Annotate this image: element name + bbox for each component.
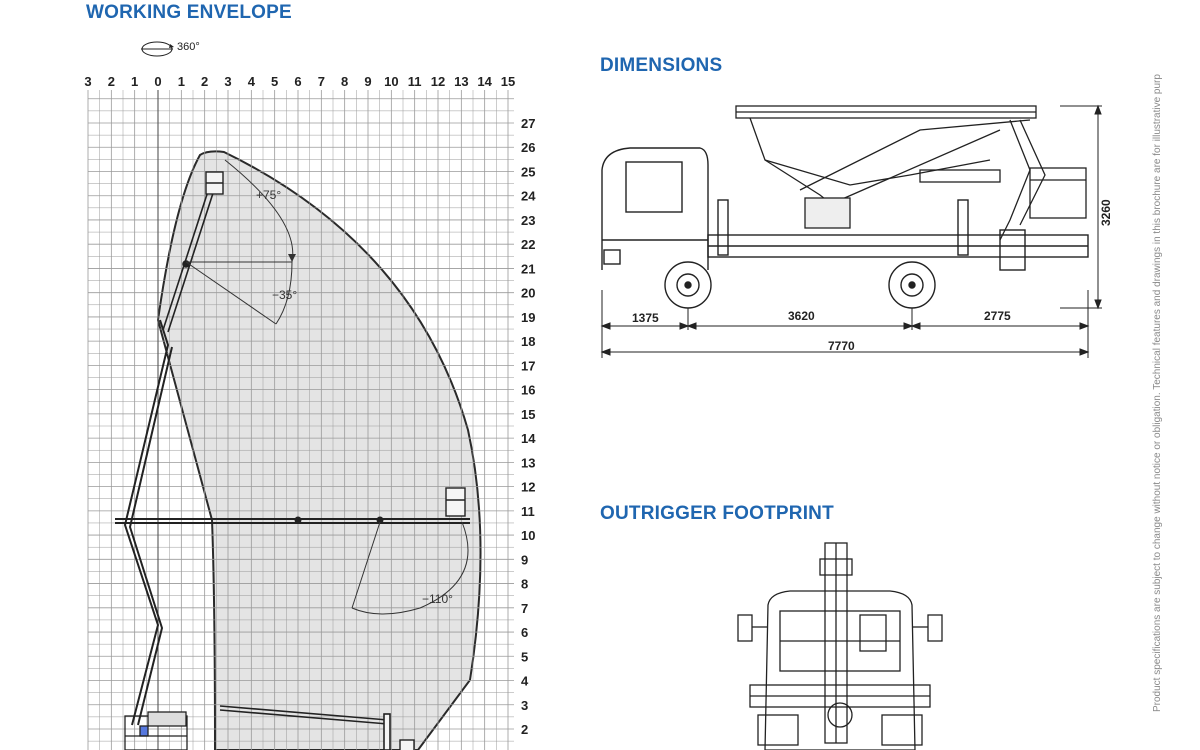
x-tick-label: 3: [224, 74, 231, 89]
lower-boom-arm: [123, 319, 173, 726]
working-envelope-title: WORKING ENVELOPE: [86, 2, 292, 23]
y-tick-label: 9: [521, 552, 528, 567]
y-tick-label: 5: [521, 649, 528, 664]
y-tick-label: 27: [521, 116, 535, 131]
y-tick-label: 14: [521, 431, 536, 446]
x-tick-label: 12: [431, 74, 445, 89]
y-tick-label: 2: [521, 722, 528, 737]
y-tick-label: 8: [521, 577, 528, 592]
y-tick-label: 6: [521, 625, 528, 640]
x-tick-label: 11: [408, 74, 422, 89]
y-tick-label: 24: [521, 189, 536, 204]
dimensions-title: DIMENSIONS: [600, 55, 723, 76]
truck-cab-icon: [601, 147, 709, 270]
y-axis-tick-labels: 2726252423222120191817161514131211109876…: [521, 116, 536, 737]
platform-boom-icon: [735, 105, 1087, 241]
truck-rear-view-icon: [737, 542, 943, 750]
y-tick-label: 25: [521, 164, 535, 179]
x-tick-label: 10: [384, 74, 398, 89]
dim-wheelbase: 3620: [788, 309, 815, 323]
front-wheel-icon: [664, 261, 712, 309]
envelope-grid: [87, 90, 514, 750]
rotation-360-icon: [141, 41, 174, 57]
y-tick-label: 12: [521, 480, 535, 495]
y-tick-label: 18: [521, 334, 535, 349]
side-disclaimer-text: Product specifications are subject to ch…: [1152, 74, 1163, 712]
x-tick-label: 2: [108, 74, 115, 89]
top-basket-icon: [205, 171, 224, 195]
horizontal-boom-arm: [115, 516, 470, 524]
x-tick-label: 13: [454, 74, 468, 89]
y-tick-label: 3: [521, 698, 528, 713]
y-tick-label: 16: [521, 383, 535, 398]
x-tick-label: 8: [341, 74, 348, 89]
y-tick-label: 11: [521, 504, 535, 519]
dimension-lines: [600, 104, 1102, 358]
base-unit-icon: [124, 711, 188, 750]
x-tick-label: 7: [318, 74, 325, 89]
x-tick-label: 9: [364, 74, 371, 89]
truck-dimensions-diagram: 1375 3620 2775 7770 3260: [600, 104, 1113, 358]
y-tick-label: 21: [521, 261, 535, 276]
x-tick-label: 4: [248, 74, 256, 89]
dim-height: 3260: [1099, 199, 1113, 226]
x-tick-label: 1: [131, 74, 138, 89]
y-tick-label: 20: [521, 286, 535, 301]
low-boom-arm: [219, 705, 391, 750]
rear-wheel-icon: [888, 261, 936, 309]
angle-label-plus75: +75°: [256, 188, 281, 202]
working-envelope-area: [156, 150, 482, 750]
x-tick-label: 6: [294, 74, 301, 89]
x-tick-label: 3: [84, 74, 91, 89]
y-tick-label: 7: [521, 601, 528, 616]
dim-rear-overhang: 2775: [984, 309, 1011, 323]
x-tick-label: 0: [154, 74, 161, 89]
y-tick-label: 19: [521, 310, 535, 325]
x-tick-label: 1: [178, 74, 185, 89]
bottom-basket-icon: [399, 739, 415, 750]
y-tick-label: 23: [521, 213, 535, 228]
y-tick-label: 17: [521, 358, 535, 373]
rotation-label: 360°: [177, 41, 200, 53]
y-tick-label: 13: [521, 455, 535, 470]
y-tick-label: 4: [521, 674, 529, 689]
y-tick-label: 10: [521, 528, 535, 543]
y-tick-label: 15: [521, 407, 535, 422]
side-basket-icon: [445, 487, 466, 517]
angle-arcs: [185, 159, 469, 615]
y-tick-label: 22: [521, 237, 535, 252]
dim-total-length: 7770: [828, 339, 855, 353]
outrigger-footprint-diagram: [737, 542, 943, 750]
x-tick-label: 5: [271, 74, 278, 89]
dim-front-overhang: 1375: [632, 311, 659, 325]
x-tick-label: 14: [477, 74, 492, 89]
angle-label-minus35: −35°: [272, 288, 297, 302]
x-tick-label: 2: [201, 74, 208, 89]
x-tick-label: 15: [501, 74, 515, 89]
y-tick-label: 26: [521, 140, 535, 155]
outrigger-footprint-title: OUTRIGGER FOOTPRINT: [600, 503, 834, 524]
angle-label-minus110: −110°: [422, 592, 453, 606]
truck-chassis-icon: [707, 199, 1089, 271]
